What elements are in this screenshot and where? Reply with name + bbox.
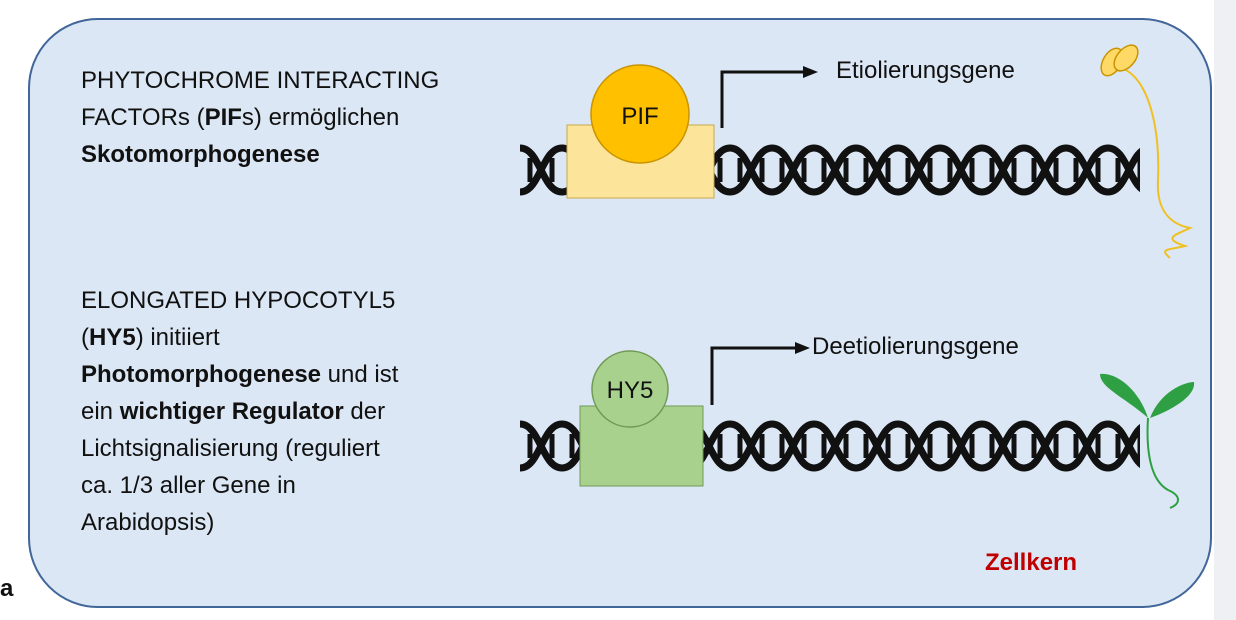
helix-segment xyxy=(898,424,940,468)
helix-segment xyxy=(730,424,772,468)
deetiolierungsgene-label: Deetiolierungsgene xyxy=(812,333,1019,360)
pif-line-2-bold: PIF xyxy=(204,104,242,131)
hy5-line-4-post: der xyxy=(343,398,386,425)
helix-segment xyxy=(814,424,856,468)
hy5-line-2-post: ) initiiert xyxy=(135,324,220,351)
hy5-line-3-post: und ist xyxy=(321,361,399,388)
pif-line-3-bold: Skotomorphogenese xyxy=(81,141,320,168)
hy5-line-3-bold: Photomorphogenese xyxy=(81,361,322,388)
pif-label: PIF xyxy=(621,103,658,130)
helix-segment xyxy=(1024,148,1066,192)
etiolated-seedling-icon xyxy=(1100,44,1194,259)
pif-line-2-pre: FACTORs ( xyxy=(81,104,205,131)
hy5-line-1: ELONGATED HYPOCOTYL5 xyxy=(81,287,396,314)
helix-segment xyxy=(940,424,982,468)
hy5-line-4-bold: wichtiger Regulator xyxy=(119,398,344,425)
pif-line-3: Skotomorphogenese xyxy=(81,136,531,173)
hy5-line-6: ca. 1/3 aller Gene in xyxy=(81,472,296,499)
helix-segment xyxy=(772,148,814,192)
nucleus-panel xyxy=(28,18,1212,608)
pif-protein-circle xyxy=(590,64,690,164)
helix-segment xyxy=(982,424,1024,468)
right-edge-strip xyxy=(1214,0,1236,620)
hy5-line-2: (HY5) initiiert xyxy=(81,319,521,356)
pif-description: PHYTOCHROME INTERACTING FACTORs (PIFs) e… xyxy=(81,62,531,173)
pif-arrowhead xyxy=(803,66,818,78)
pif-line-2: FACTORs (PIFs) ermöglichen xyxy=(81,99,531,136)
helix-segment xyxy=(772,424,814,468)
hy5-line-2-pre: ( xyxy=(81,324,89,351)
hy5-arrowhead xyxy=(795,342,810,354)
helix-segment xyxy=(520,424,562,468)
helix-segment xyxy=(1108,424,1150,468)
hy5-line-2-bold: HY5 xyxy=(89,324,136,351)
helix-segment xyxy=(730,148,772,192)
stray-letter: a xyxy=(0,575,14,602)
zellkern-label: Zellkern xyxy=(985,549,1078,576)
helix-segment xyxy=(898,148,940,192)
pif-line-1: PHYTOCHROME INTERACTING xyxy=(81,67,440,94)
helix-segment xyxy=(1066,424,1108,468)
hy5-label: HY5 xyxy=(607,377,654,404)
hy5-line-3: Photomorphogenese und ist xyxy=(81,356,521,393)
pif-transcription-arrow xyxy=(720,70,805,128)
helix-segment xyxy=(814,148,856,192)
helix-segment xyxy=(856,424,898,468)
etiolierungsgene-label: Etiolierungsgene xyxy=(836,57,1015,84)
hy5-line-4-pre: ein xyxy=(81,398,120,425)
helix-segment xyxy=(856,148,898,192)
helix-segment xyxy=(1108,148,1150,192)
green-seedling-icon xyxy=(1100,373,1195,509)
helix-segment xyxy=(940,148,982,192)
hy5-description: ELONGATED HYPOCOTYL5 (HY5) initiiert Pho… xyxy=(81,282,521,541)
hy5-protein-circle xyxy=(591,350,669,428)
helix-segment xyxy=(1024,424,1066,468)
hy5-line-5: Lichtsignalisierung (reguliert xyxy=(81,435,380,462)
hy5-transcription-arrow xyxy=(710,346,797,405)
helix-segment xyxy=(982,148,1024,192)
helix-segment xyxy=(1066,148,1108,192)
hy5-line-4: ein wichtiger Regulator der xyxy=(81,393,521,430)
pif-line-2-post: s) ermöglichen xyxy=(241,104,400,131)
hy5-line-7: Arabidopsis) xyxy=(81,509,215,536)
